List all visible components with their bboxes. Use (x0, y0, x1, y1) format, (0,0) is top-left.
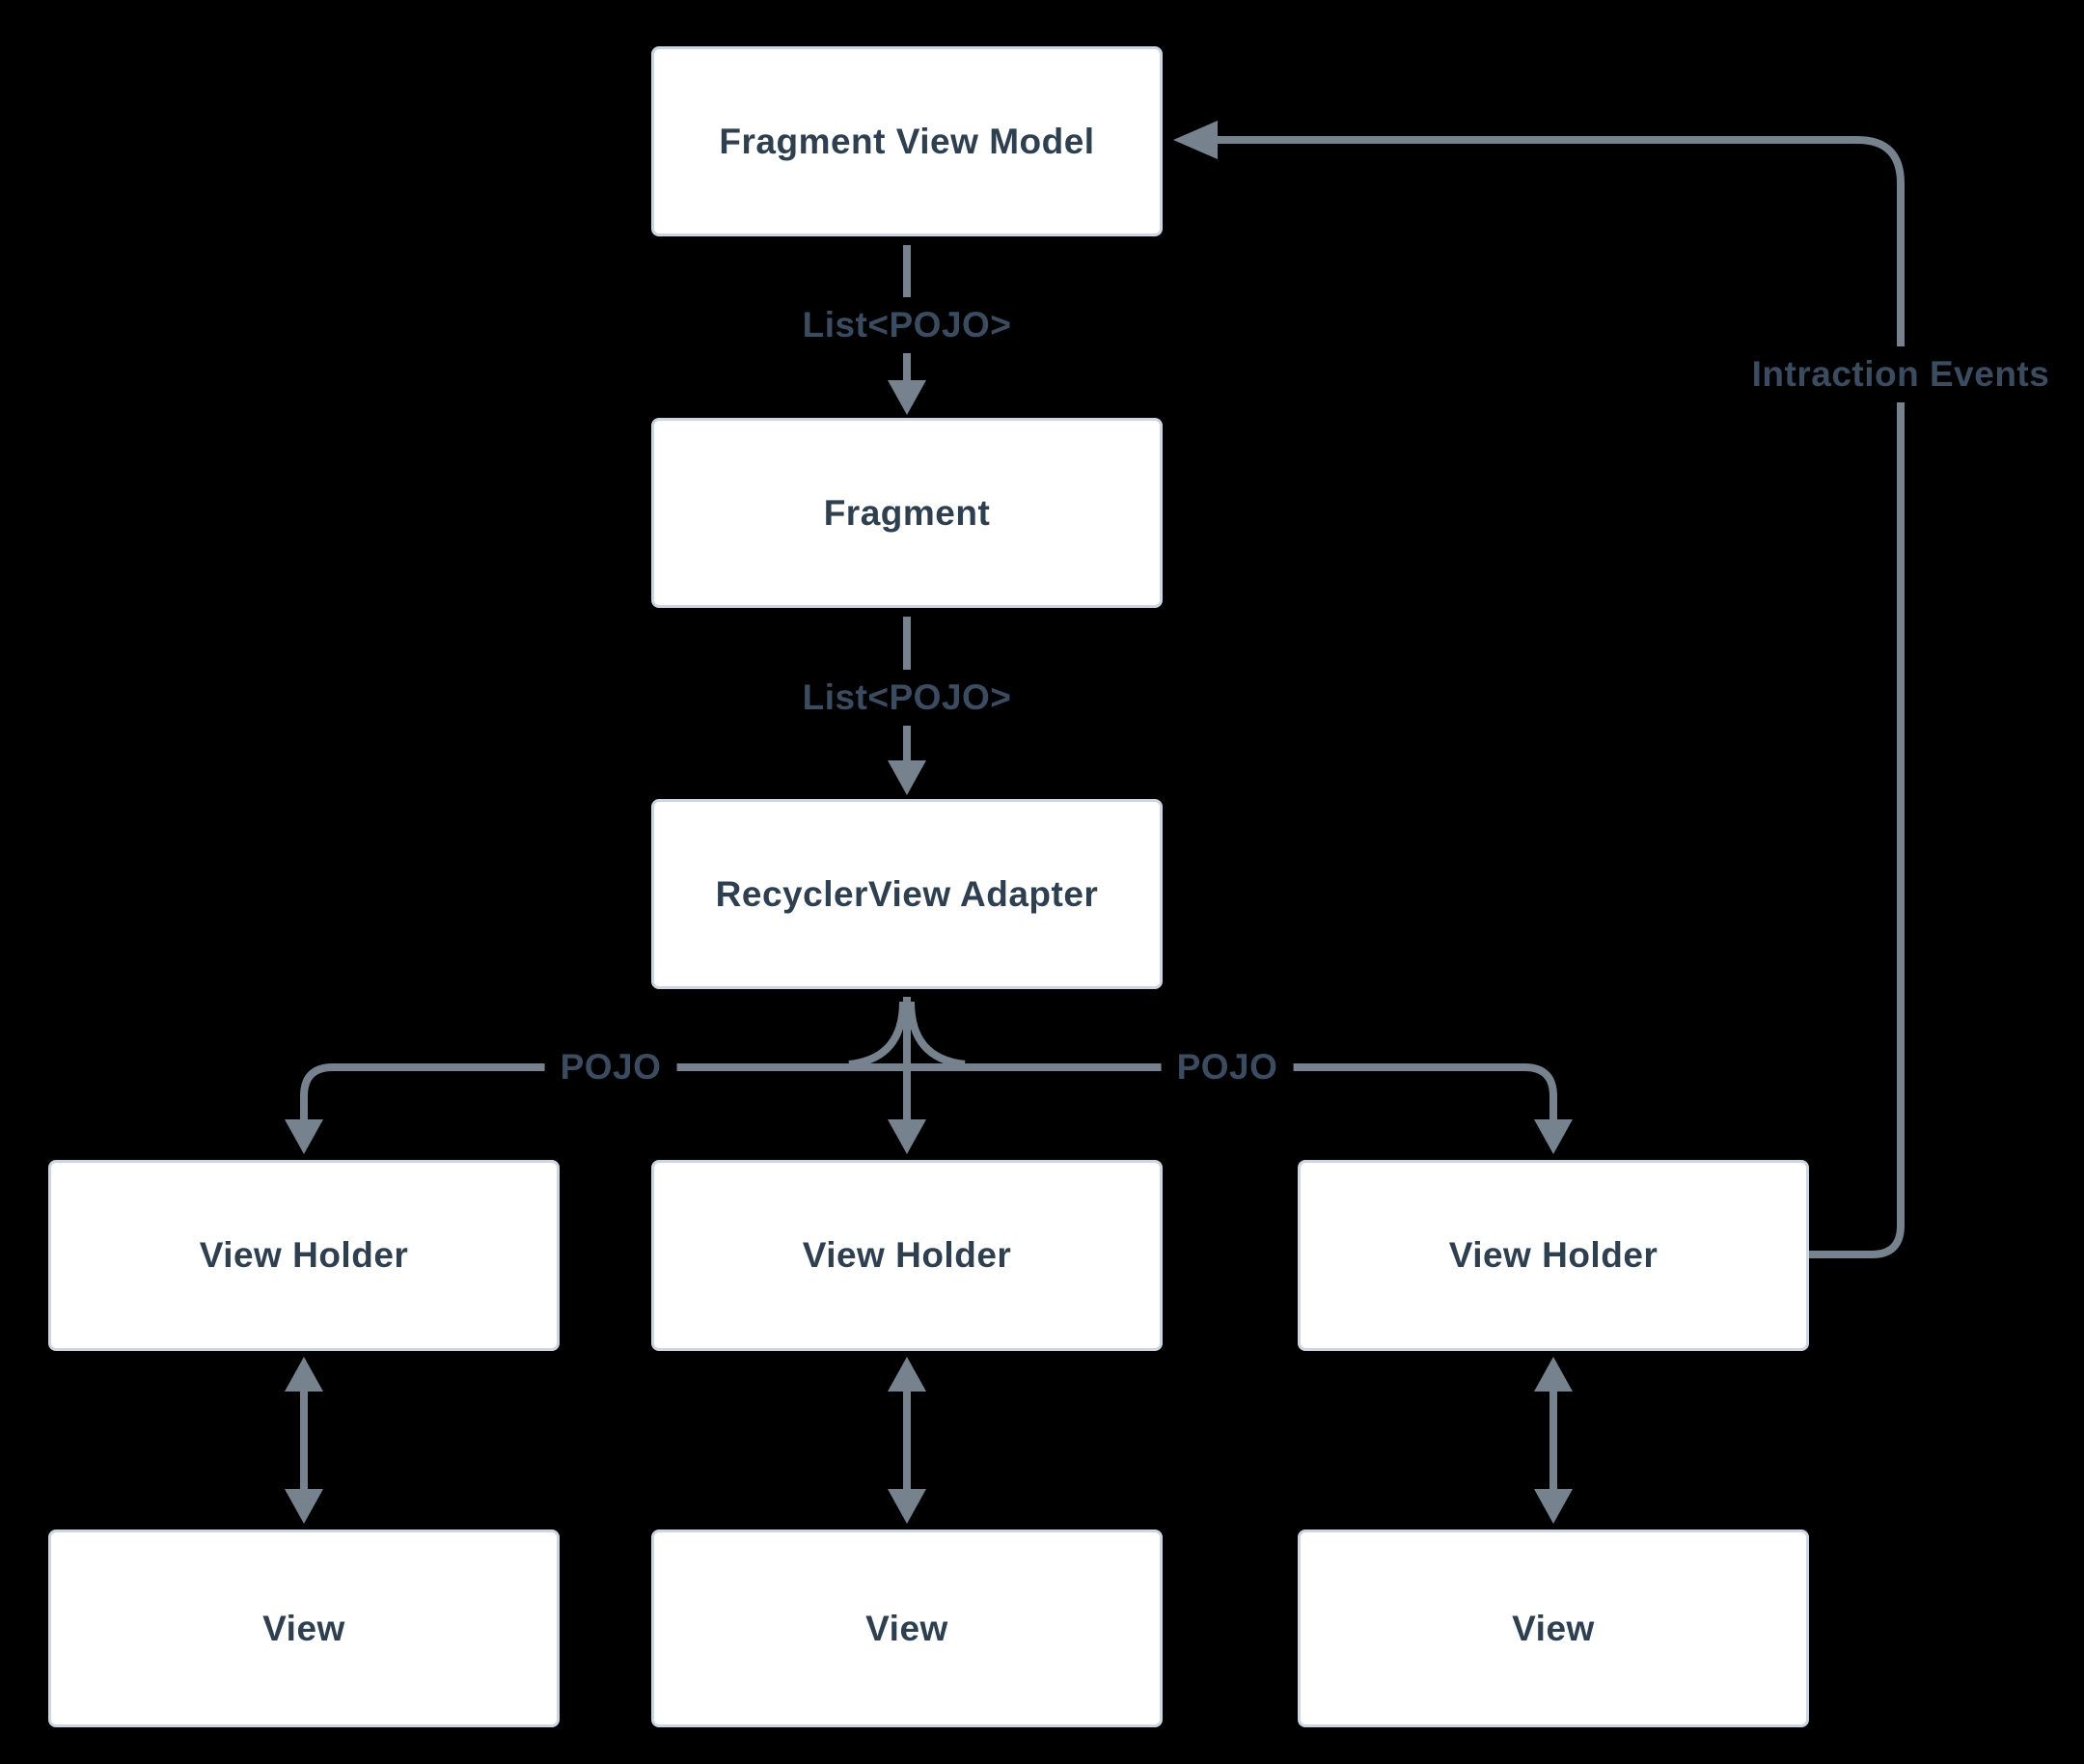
node-view-holder-left: View Holder (48, 1160, 560, 1351)
edge-label-pojo-right: POJO (1161, 1039, 1294, 1095)
edge-label-pojo-left: POJO (544, 1039, 677, 1095)
node-label: Fragment View Model (719, 121, 1095, 161)
node-view-left: View (48, 1530, 560, 1727)
edge-viewholder-view-right (1534, 1357, 1573, 1524)
edge-interaction-events-loop (1218, 136, 1905, 1258)
node-label: View Holder (1448, 1235, 1659, 1275)
node-label: View (865, 1608, 948, 1648)
node-label: RecyclerView Adapter (715, 873, 1099, 914)
edge-label-list-pojo-upper: List<POJO> (786, 297, 1028, 353)
arrowhead-up-icon (1534, 1357, 1573, 1392)
fork-fillet-left (848, 1001, 907, 1068)
arrowhead-down-icon (1534, 1119, 1573, 1154)
arrowhead-down-icon (888, 380, 926, 415)
arrowhead-down-icon (285, 1119, 323, 1154)
node-view-right: View (1298, 1530, 1809, 1727)
arrowhead-left-icon (1173, 121, 1218, 159)
arrowhead-down-icon (888, 760, 926, 795)
edge-viewholder-view-center (888, 1357, 926, 1524)
node-label: View Holder (199, 1235, 409, 1275)
edge-viewholder-view-left (285, 1357, 323, 1524)
edge-fork-rail (300, 1063, 1557, 1119)
arrowhead-up-icon (285, 1357, 323, 1392)
arrowhead-down-icon (888, 1119, 926, 1154)
arrowhead-down-icon (888, 1489, 926, 1524)
node-view-holder-center: View Holder (651, 1160, 1163, 1351)
node-view-center: View (651, 1530, 1163, 1727)
node-label: Fragment (823, 492, 991, 533)
fork-fillet-right (907, 1001, 966, 1068)
node-recyclerview-adapter: RecyclerView Adapter (651, 799, 1163, 989)
edge-label-interaction-events: Intraction Events (1736, 346, 2066, 402)
node-fragment: Fragment (651, 418, 1163, 608)
node-label: View Holder (802, 1235, 1012, 1275)
node-fragment-view-model: Fragment View Model (651, 46, 1163, 236)
arrowhead-up-icon (888, 1357, 926, 1392)
edge-label-list-pojo-lower: List<POJO> (786, 670, 1028, 726)
node-view-holder-right: View Holder (1298, 1160, 1809, 1351)
arrowhead-down-icon (1534, 1489, 1573, 1524)
node-label: View (262, 1608, 345, 1648)
node-label: View (1512, 1608, 1595, 1648)
arrowhead-down-icon (285, 1489, 323, 1524)
